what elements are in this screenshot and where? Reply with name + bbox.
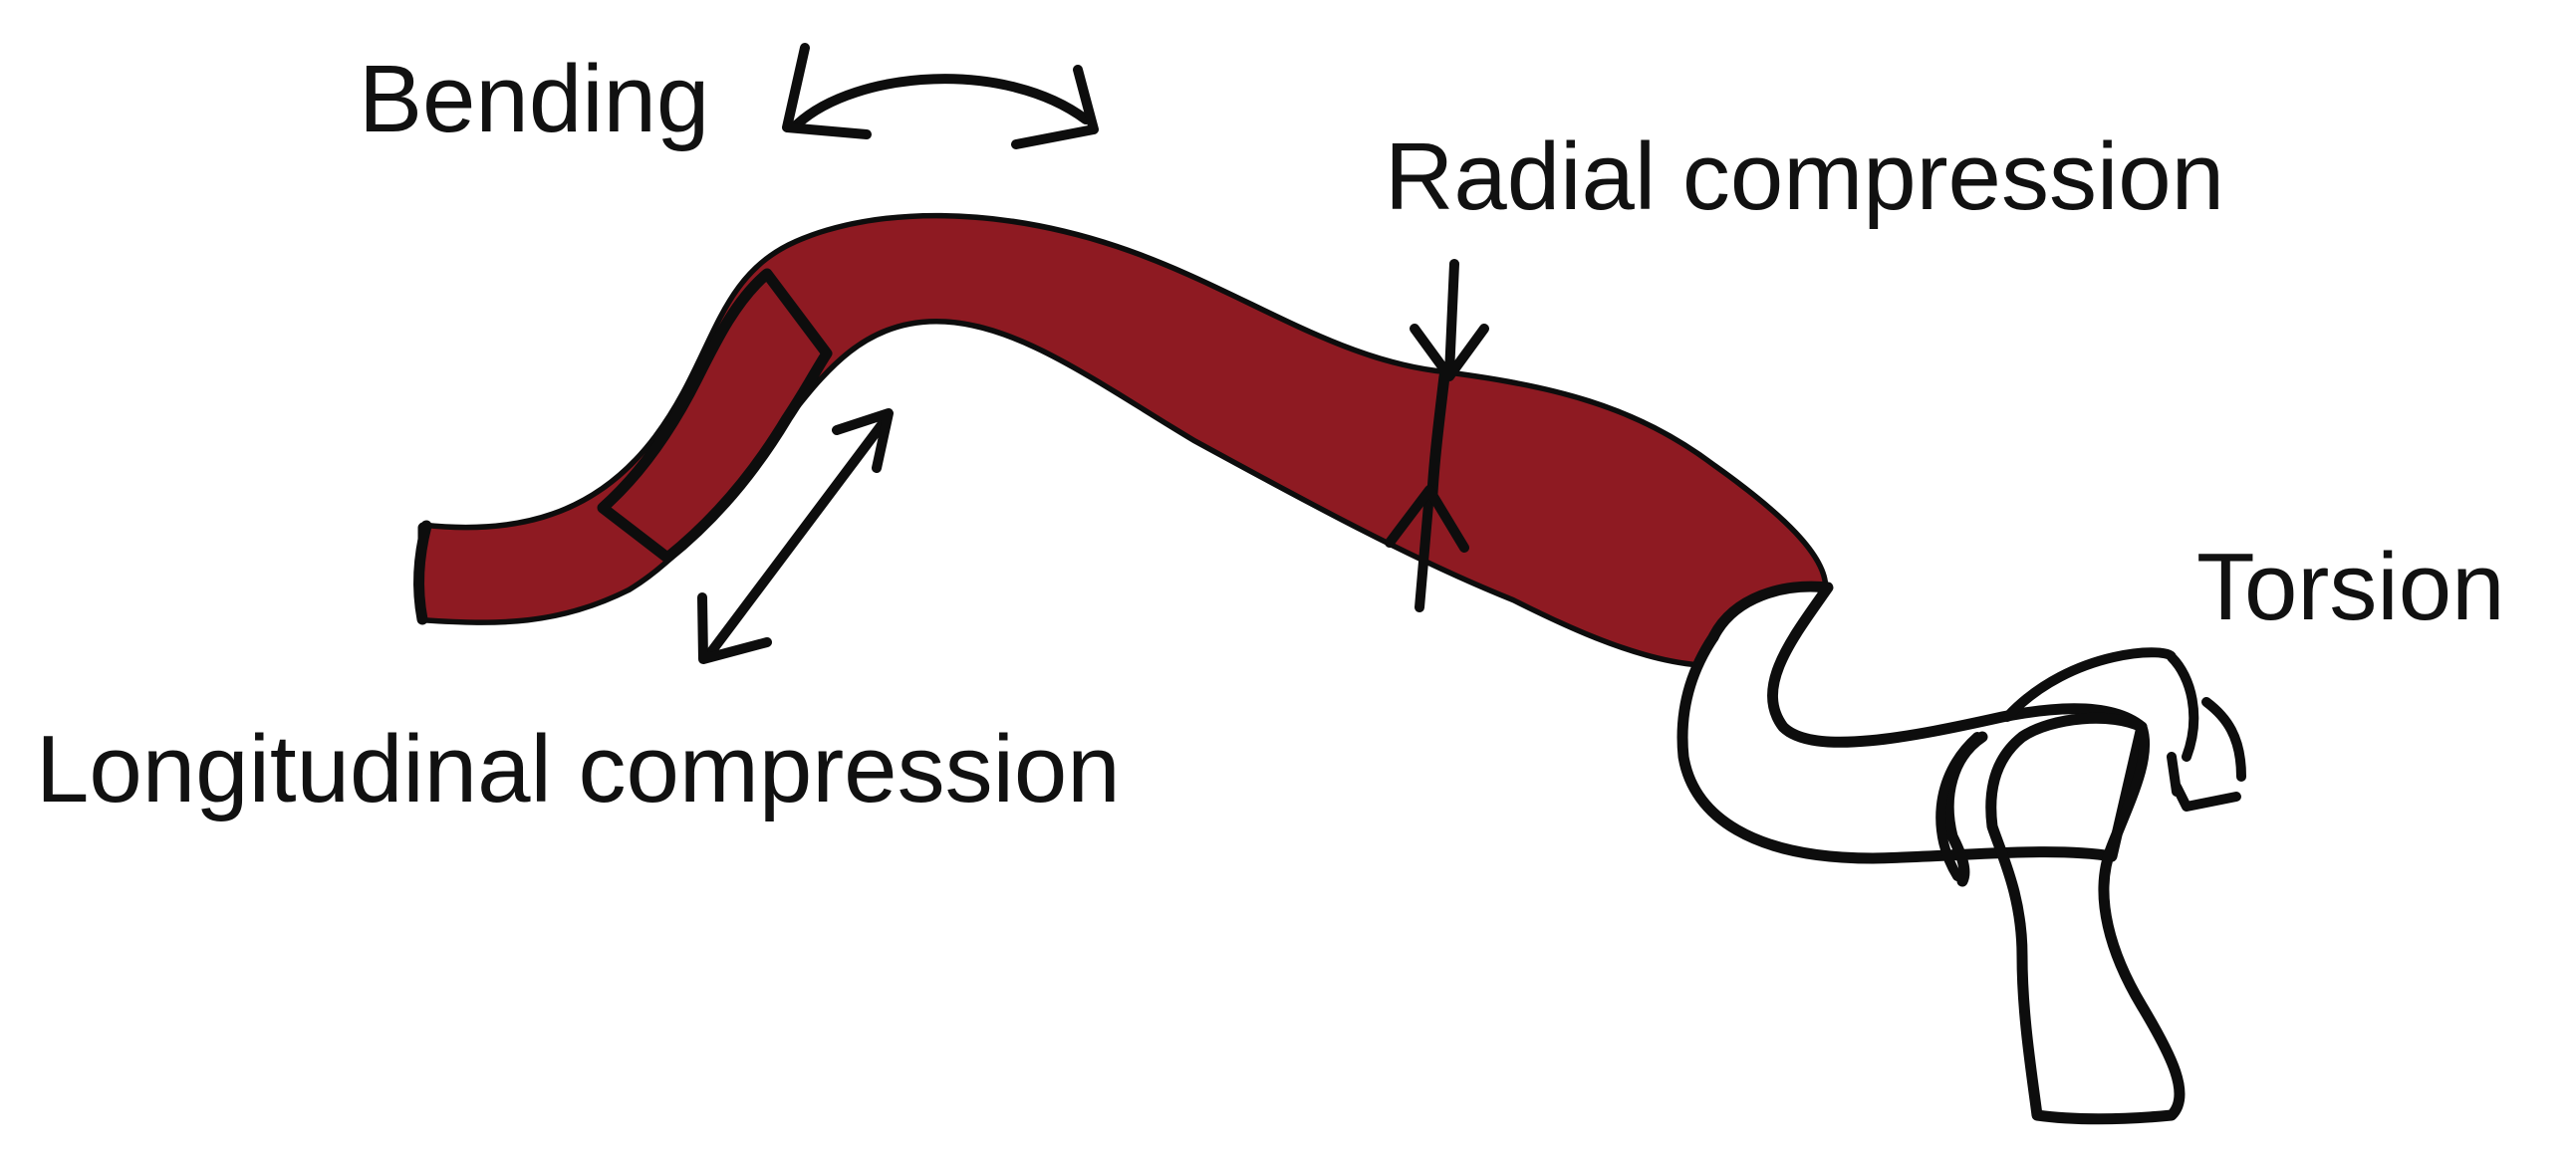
vessel-twist-segment: [1676, 581, 2148, 864]
longitudinal-compression-arrow: [697, 408, 894, 664]
label-radial-compression: Radial compression: [1385, 123, 2224, 230]
radial-compression-line: [1426, 370, 1450, 499]
blood-vessel: [413, 212, 2186, 1125]
stent-mesh: [597, 268, 833, 564]
label-bending: Bending: [359, 46, 709, 152]
radial-compression-arrows: [1385, 259, 1489, 612]
bending-arrow: [782, 43, 1099, 149]
vessel-tail-segment: [1985, 712, 2186, 1125]
vessel-main-segment-fill: [423, 218, 1823, 664]
label-longitudinal-compression: Longitudinal compression: [36, 716, 1121, 822]
label-torsion: Torsion: [2196, 534, 2504, 640]
torsion-arrow: [1935, 647, 2246, 881]
vessel-left-end: [413, 520, 432, 625]
